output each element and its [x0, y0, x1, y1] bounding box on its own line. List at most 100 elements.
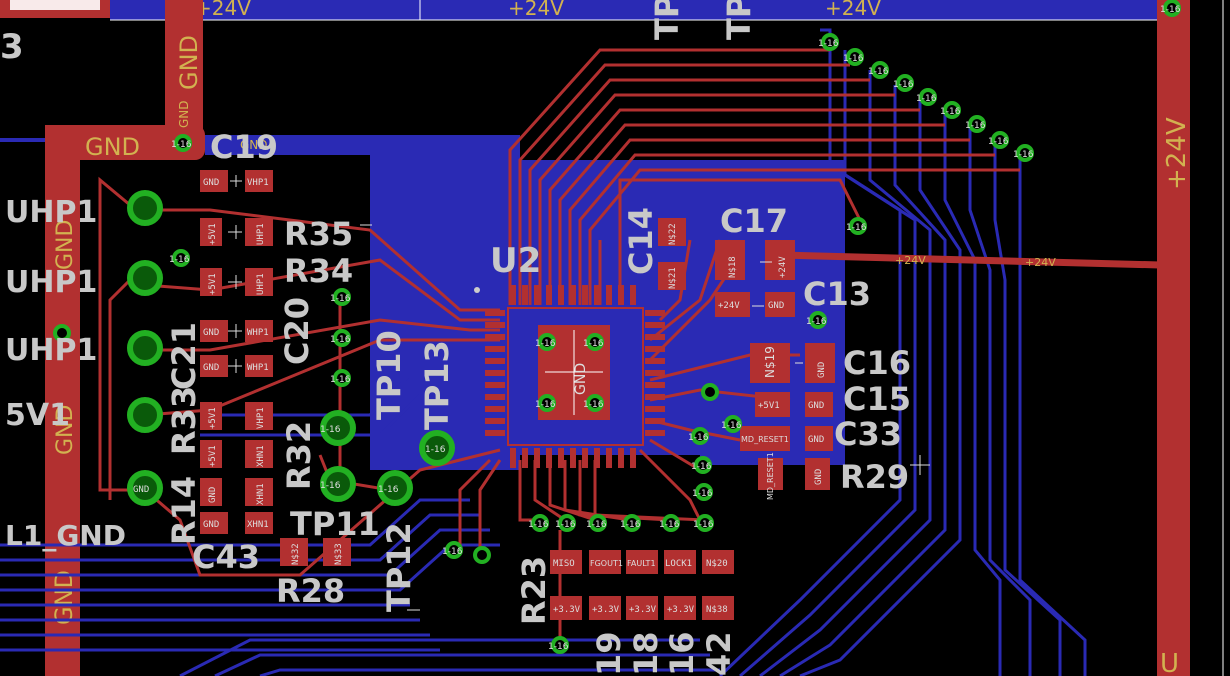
right-edge-fragment: U	[1160, 649, 1179, 676]
net-label-gnd-small: GND	[177, 100, 191, 128]
net-label-gnd-pour: GND	[240, 138, 268, 152]
svg-text:C19: C19	[210, 128, 278, 166]
pad-r32-b: XHN1	[256, 445, 266, 467]
pad-bot-bottom-2: +3.3V	[629, 605, 657, 615]
net-label-24v-c: +24V	[825, 0, 881, 20]
svg-text:1-16: 1-16	[846, 223, 867, 233]
svg-text:1-16: 1-16	[721, 421, 742, 431]
svg-text:1-16: 1-16	[555, 520, 576, 530]
pad-c19-b: VHP1	[247, 178, 269, 188]
svg-text:1-16: 1-16	[548, 642, 569, 652]
bottom-layer-traces	[0, 28, 1087, 676]
svg-text:R35: R35	[284, 215, 353, 253]
svg-text:1-16: 1-16	[442, 547, 463, 557]
svg-text:R23: R23	[515, 556, 553, 625]
pad-bot-bottom-3: +3.3V	[667, 605, 695, 615]
via-labels: 1-16 1-16 1-16 1-16 1-16 1-16 1-16 1-16 1-16…	[169, 5, 1181, 652]
pad-bot-top-2: FAULT1	[627, 559, 656, 568]
net-label-24v-trace-b: +24V	[1025, 256, 1056, 269]
label-u2: U2	[490, 241, 541, 281]
header-pin-gnd-label: GND	[133, 485, 149, 495]
origin-crosses	[228, 175, 930, 611]
svg-text:TP12: TP12	[380, 522, 418, 612]
svg-text:1-16: 1-16	[528, 520, 549, 530]
svg-text:1-16: 1-16	[818, 39, 839, 49]
svg-text:1-16: 1-16	[330, 375, 351, 385]
pad-c43-a: GND	[203, 520, 219, 530]
pad-c33-b: GND	[808, 435, 824, 445]
pad-r32-a: +5V1	[208, 445, 218, 467]
pad-r35-a: +5V1	[208, 223, 218, 245]
net-label-gnd-vertical-top: GND	[175, 35, 203, 90]
svg-text:C20: C20	[278, 297, 316, 365]
net-label-24v-trace-a: +24V	[895, 254, 926, 267]
pad-r35-b: UHP1	[256, 223, 266, 245]
svg-text:R29: R29	[840, 458, 909, 496]
net-label-gnd-left-b: GND	[53, 405, 78, 455]
svg-text:R28: R28	[276, 572, 345, 610]
svg-text:1-16: 1-16	[320, 425, 341, 435]
pad-r29-b: GND	[814, 469, 824, 485]
svg-text:1-16: 1-16	[583, 339, 604, 349]
silkscreen-labels: C19 C17 C13 C16 C15 C33 R29 R35 R34 C43 …	[165, 0, 911, 676]
svg-text:1-16: 1-16	[940, 107, 961, 117]
svg-text:TP11: TP11	[290, 505, 380, 543]
svg-text:C15: C15	[843, 380, 911, 418]
pad-c13-a: +24V	[718, 301, 740, 311]
svg-text:1-16: 1-16	[691, 462, 712, 472]
net-label-24v-a: +24V	[195, 0, 251, 20]
svg-text:1-16: 1-16	[583, 400, 604, 410]
header-pins[interactable]	[127, 190, 455, 506]
pad-c21-b: WHP1	[247, 363, 269, 373]
svg-text:1-16: 1-16	[688, 433, 709, 443]
svg-text:1-16: 1-16	[169, 255, 190, 265]
smd-pads-right[interactable]	[658, 218, 835, 490]
svg-text:R32: R32	[280, 421, 318, 490]
pad-c15-b: GND	[808, 401, 824, 411]
smd-pads-left[interactable]	[200, 170, 351, 566]
svg-text:TP: TP	[720, 0, 758, 40]
pad-c14-a: N$22	[668, 223, 678, 245]
pad-r34-b: UHP1	[256, 273, 266, 295]
svg-text:1-16: 1-16	[586, 520, 607, 530]
pad-r33-b: VHP1	[256, 407, 266, 429]
svg-text:1-16: 1-16	[535, 400, 556, 410]
svg-text:19: 19	[590, 631, 628, 676]
svg-text:1-16: 1-16	[1160, 5, 1181, 15]
svg-text:C17: C17	[720, 202, 788, 240]
svg-text:1-16: 1-16	[843, 54, 864, 64]
pad-r34-a: +5V1	[208, 273, 218, 295]
net-label-gnd-left-a: GND	[53, 220, 78, 270]
svg-text:C14: C14	[622, 207, 660, 275]
svg-text:1-16: 1-16	[659, 520, 680, 530]
svg-text:UHP1: UHP1	[5, 265, 97, 300]
pad-r33-a: +5V1	[208, 407, 218, 429]
svg-text:1-16: 1-16	[868, 67, 889, 77]
pad-r28-a: N$32	[291, 543, 301, 565]
pad-bot-bottom-0: +3.3V	[553, 605, 581, 615]
pad-r14-a: GND	[208, 487, 218, 503]
pad-c16-a: N$19	[763, 346, 777, 378]
vias[interactable]	[53, 0, 1181, 654]
rail-24v-right[interactable]	[1157, 0, 1190, 676]
svg-text:TP13: TP13	[418, 340, 456, 430]
bottom-pad-rows[interactable]	[550, 550, 734, 620]
svg-text:R33: R33	[165, 386, 203, 455]
svg-text:1-16: 1-16	[893, 80, 914, 90]
pad-c13-b: GND	[768, 301, 784, 311]
pad-c15-a: +5V1	[758, 401, 780, 411]
svg-text:1-16: 1-16	[378, 485, 399, 495]
gnd-rails-left[interactable]	[0, 0, 205, 676]
top-edge	[0, 0, 1160, 21]
svg-text:5V1: 5V1	[5, 398, 70, 433]
pad-c21-a: GND	[203, 363, 219, 373]
pad-bot-top-0: MISO	[553, 559, 575, 569]
net-label-24v-b: +24V	[508, 0, 564, 20]
pad-c17-a: N$18	[728, 256, 738, 278]
svg-text:1-16: 1-16	[965, 121, 986, 131]
svg-text:UHP1: UHP1	[5, 195, 97, 230]
svg-text:1-16: 1-16	[330, 335, 351, 345]
svg-text:16: 16	[663, 631, 701, 676]
svg-text:R34: R34	[284, 252, 353, 290]
